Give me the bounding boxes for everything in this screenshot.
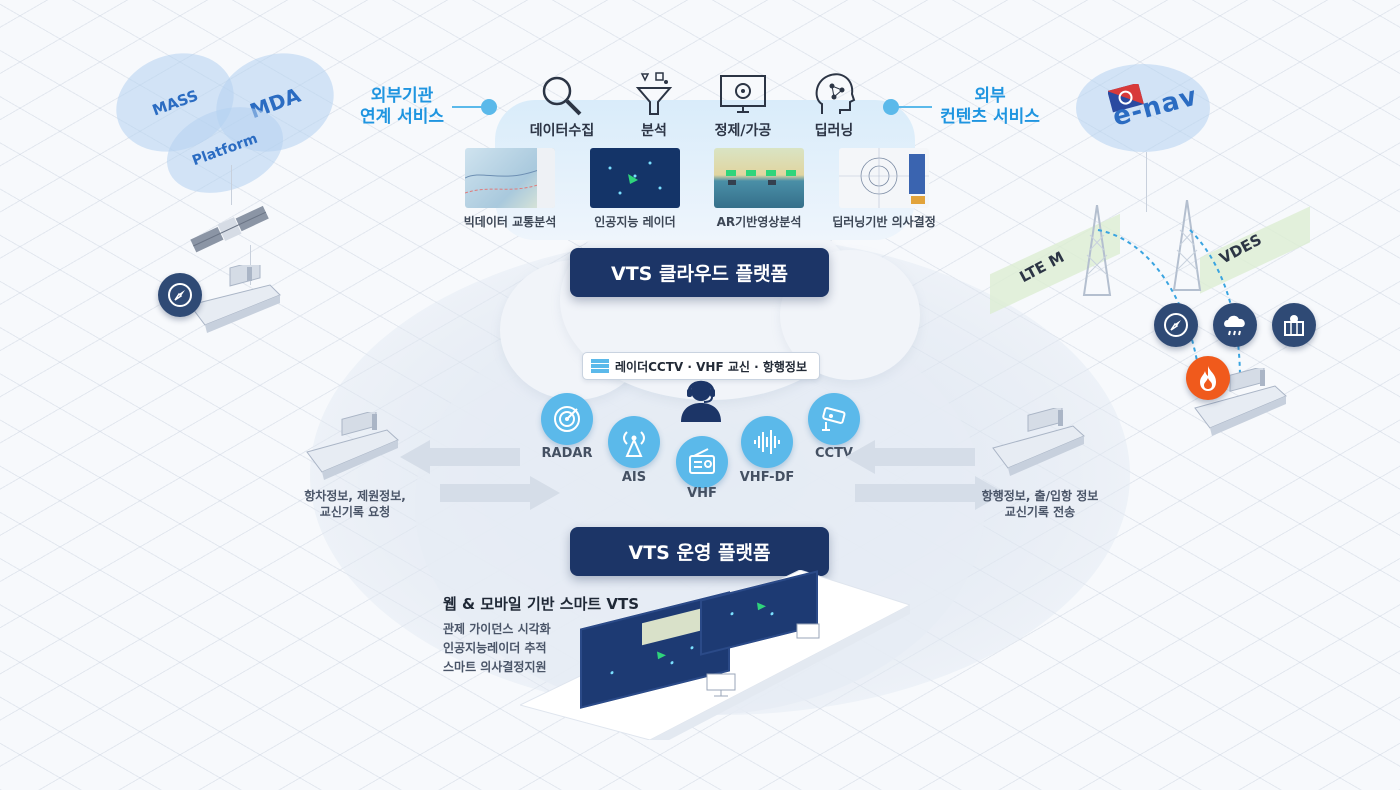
magnifier-icon [542, 76, 582, 116]
operation-platform-title: VTS 운영 플랫폼 [628, 542, 771, 564]
smart-vts-title: 웹 & 모바일 기반 스마트 VTS [443, 595, 640, 613]
left-exchange-arrows [400, 440, 560, 510]
external-agency-line2: 연계 서비스 [359, 107, 445, 127]
sensor-cctv [808, 393, 860, 445]
smart-vts-feature: 인공지능레이더 추적 [443, 641, 547, 655]
left-ship-caption: 항차정보, 제원정보, 교신기록 요청 [290, 488, 420, 520]
operation-platform-banner: VTS 운영 플랫폼 [570, 527, 829, 576]
vts-screen-secondary [700, 570, 818, 656]
external-content-connector [896, 106, 932, 108]
sensor-radar [541, 393, 593, 445]
external-content-line1: 외부 [974, 86, 1006, 106]
sensor-label-vhf-df: VHF-DF [739, 470, 795, 485]
external-agency-label: 외부기관 연계 서비스 [352, 86, 452, 128]
sensor-vhf [676, 436, 728, 488]
thumbnail-label-ar-video: AR기반영상분석 [716, 215, 802, 229]
sensor-label-vhf: VHF [687, 486, 717, 501]
antenna-icon [623, 431, 645, 457]
info-pill: 레이더CCTV · VHF 교신 · 항행정보 [582, 352, 820, 380]
monitor-gear-icon [720, 75, 766, 113]
map-pin-icon [1272, 303, 1316, 347]
pipeline-label-collect: 데이터수집 [529, 123, 595, 139]
external-content-dot [883, 99, 899, 115]
pipeline-label-analyze: 분석 [641, 123, 667, 139]
sensor-label-cctv: CCTV [814, 446, 853, 461]
compass-icon [1154, 303, 1198, 347]
thumbnail-dl-decision [839, 148, 929, 208]
external-content-label: 외부 컨텐츠 서비스 [925, 86, 1055, 128]
ship-topleft [189, 265, 281, 333]
tower-vdes-icon [1172, 200, 1202, 291]
smart-vts-features: 관제 가이던스 시각화 인공지능레이더 추적 스마트 의사결정지원 [443, 620, 551, 677]
compass-icon [158, 273, 202, 317]
cloud-platform-banner: VTS 클라우드 플랫폼 [570, 248, 829, 297]
left-ship-caption-line2: 교신기록 요청 [319, 505, 391, 519]
venn-platform-label: Platform [190, 130, 260, 170]
info-pill-text: 레이더CCTV · VHF 교신 · 항행정보 [615, 359, 807, 374]
left-ship-caption-line1: 항차정보, 제원정보, [304, 489, 406, 503]
right-exchange-arrows [845, 440, 1005, 510]
cloud-platform-title: VTS 클라우드 플랫폼 [611, 263, 788, 285]
thumbnail-label-ai-radar: 인공지능 레이더 [594, 215, 676, 229]
sensor-label-ais: AIS [621, 470, 647, 485]
ship-left [306, 412, 399, 480]
satellite-icon [190, 205, 269, 253]
smart-vts-feature: 관제 가이던스 시각화 [443, 622, 551, 636]
head-network-icon [815, 73, 856, 114]
external-content-line2: 컨텐츠 서비스 [940, 107, 1040, 127]
enav-connector-line [1146, 152, 1147, 212]
thumbnail-label-bigdata: 빅데이터 교통분석 [463, 215, 557, 229]
venn-connector-line [231, 165, 232, 205]
fire-icon [1186, 356, 1230, 400]
tablet-icon [796, 623, 820, 639]
vts-screen-main [580, 591, 730, 709]
cctv-icon [822, 407, 846, 431]
operator-headset-icon [681, 380, 721, 422]
funnel-icon [635, 72, 673, 115]
right-ship-caption: 항행정보, 출/입항 정보 교신기록 전송 [965, 488, 1115, 520]
smart-vts-feature: 스마트 의사결정지원 [443, 660, 547, 674]
external-agency-dot [481, 99, 497, 115]
enav-flag-icon [1108, 84, 1144, 113]
pipeline-label-deeplearning: 딥러닝 [814, 123, 854, 139]
server-icon [591, 359, 609, 373]
tower-lte-icon [1082, 205, 1112, 296]
venn-mass-label: MASS [149, 85, 201, 120]
right-ship-caption-line1: 항행정보, 출/입항 정보 [981, 489, 1099, 503]
sensor-ais [608, 416, 660, 468]
radar-icon [554, 406, 580, 432]
thumbnail-ar-video [714, 148, 804, 208]
pipeline-label-refine: 정제/가공 [714, 123, 772, 139]
thumbnail-ai-radar [590, 148, 680, 208]
waveform-icon [754, 430, 780, 454]
enav-circle [1076, 64, 1210, 152]
sensor-vhf-df [741, 416, 793, 468]
weather-rain-icon [1213, 303, 1257, 347]
external-agency-connector [452, 106, 488, 108]
external-agency-line1: 외부기관 [370, 86, 434, 106]
thumbnail-label-dl-decision: 딥러닝기반 의사결정 [832, 215, 936, 229]
monitor-icon [706, 673, 736, 697]
thumbnail-bigdata [465, 148, 555, 208]
ship-topright [1194, 368, 1287, 436]
ship-right [992, 408, 1085, 476]
radio-icon [689, 448, 715, 474]
signal-dashed-lines [1097, 229, 1241, 381]
sensor-label-radar: RADAR [541, 446, 593, 461]
right-ship-caption-line2: 교신기록 전송 [1004, 505, 1076, 519]
